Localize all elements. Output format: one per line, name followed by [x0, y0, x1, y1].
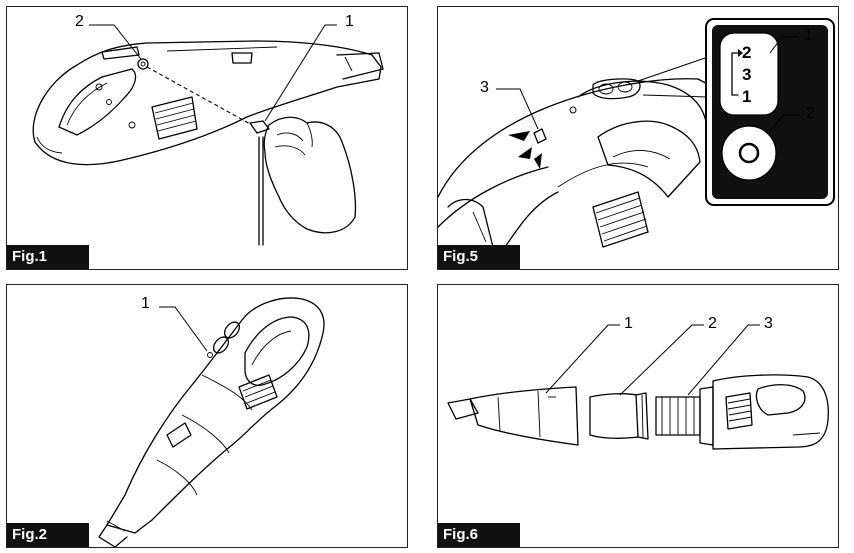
- figure-panel-5: 2 3 1 3 1 2 Fig.5: [437, 6, 839, 270]
- figure-label: Fig.1: [7, 245, 89, 269]
- mode-step-2: 3: [742, 65, 752, 84]
- figure-label: Fig.6: [438, 523, 520, 547]
- callout-fig2-1: 1: [141, 295, 150, 312]
- callout-fig5-3: 3: [480, 79, 489, 96]
- callout-fig5-2: 2: [806, 105, 815, 122]
- callout-fig6-1: 1: [624, 315, 633, 332]
- fig5-illustration: [438, 18, 835, 258]
- callout-fig6-2: 2: [708, 315, 717, 332]
- mode-step-3: 1: [742, 87, 752, 106]
- fig2-illustration: [98, 297, 325, 547]
- figure-panel-6: 1 2 3 Fig.6: [437, 284, 839, 548]
- callout-fig1-2: 2: [75, 13, 84, 30]
- figure-panel-2: 1 Fig.2: [6, 284, 408, 548]
- figure-panel-1: 2 1 Fig.1: [6, 6, 408, 270]
- mode-step-1: 2: [742, 43, 752, 62]
- callout-fig5-1: 1: [804, 27, 813, 44]
- callout-fig1-1: 1: [345, 13, 354, 30]
- callout-fig6-3: 3: [764, 315, 773, 332]
- figure-label: Fig.5: [438, 245, 520, 269]
- fig6-illustration: [447, 324, 829, 450]
- figure-label: Fig.2: [7, 523, 89, 547]
- fig1-illustration: [32, 24, 384, 246]
